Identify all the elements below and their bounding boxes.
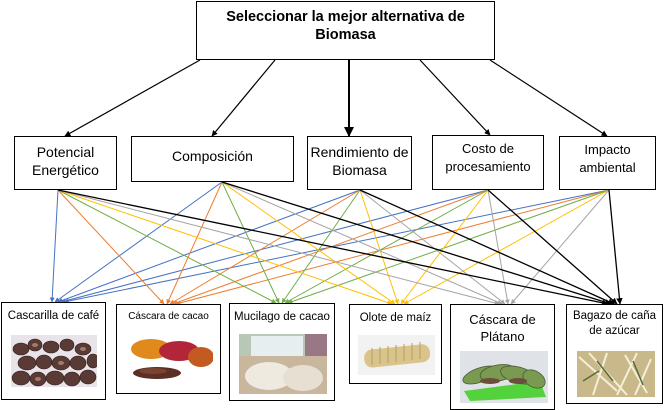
criterion-to-alternative-arrow bbox=[166, 181, 223, 305]
alternative-cascarilla-cafe: Cascarilla de café bbox=[1, 302, 106, 400]
alternative-label: Bagazo de caña de azúcar bbox=[572, 310, 657, 337]
criterion-label: Costo de procesamiento bbox=[445, 141, 531, 174]
criterion-potencial-energetico: Potencial Energético bbox=[14, 136, 117, 190]
criterion-to-alternative-arrow bbox=[510, 189, 610, 305]
criterion-to-alternative-arrow bbox=[403, 189, 610, 305]
sugarcane-bagasse-photo bbox=[577, 351, 655, 397]
criterion-to-alternative-arrow bbox=[57, 189, 277, 304]
criterion-to-alternative-arrow bbox=[487, 189, 618, 305]
criterion-to-alternative-arrow bbox=[63, 189, 610, 304]
goal-to-criterion-arrow bbox=[489, 59, 608, 137]
corn-cob-photo bbox=[358, 335, 435, 375]
criterion-to-alternative-arrow bbox=[221, 181, 280, 304]
goal-node: Seleccionar la mejor alternativa de Biom… bbox=[196, 1, 495, 60]
goal-to-criterion-arrow bbox=[419, 59, 491, 136]
criterion-to-alternative-arrow bbox=[221, 181, 503, 305]
criterion-label: Rendimiento de Biomasa bbox=[310, 144, 409, 178]
alternative-label: Cáscara de Plátano bbox=[469, 312, 536, 344]
criterion-to-alternative-arrow bbox=[359, 189, 506, 305]
goal-to-criterion-arrow bbox=[211, 59, 276, 137]
alternative-label: Olote de maíz bbox=[359, 312, 432, 324]
criterion-to-alternative-arrow bbox=[175, 189, 610, 306]
criterion-to-alternative-arrow bbox=[221, 181, 396, 305]
criterion-label: Composición bbox=[172, 148, 253, 164]
criterion-to-alternative-arrow bbox=[284, 189, 489, 304]
alternative-mucilago-cacao: Mucilago de cacao bbox=[229, 303, 335, 401]
criterion-rendimiento-biomasa: Rendimiento de Biomasa bbox=[307, 136, 412, 190]
alternative-bagazo-cana: Bagazo de caña de azúcar bbox=[566, 304, 663, 404]
criterion-to-alternative-arrow bbox=[281, 189, 361, 304]
goal-label: Seleccionar la mejor alternativa de Biom… bbox=[226, 9, 465, 43]
criterion-to-alternative-arrow bbox=[57, 189, 500, 306]
criterion-composicion: Composición bbox=[131, 136, 294, 182]
criterion-to-alternative-arrow bbox=[359, 189, 399, 305]
criterion-to-alternative-arrow bbox=[608, 189, 623, 305]
criterion-to-alternative-arrow bbox=[221, 181, 612, 306]
criterion-impacto-ambiental: Impacto ambiental bbox=[559, 136, 656, 190]
alternative-cascara-platano: Cáscara de Plátano bbox=[450, 304, 555, 410]
alternative-olote-maiz: Olote de maíz bbox=[349, 304, 442, 384]
criterion-to-alternative-arrow bbox=[169, 189, 361, 305]
alternative-label: Cascarilla de café bbox=[7, 310, 100, 322]
criterion-label: Potencial Energético bbox=[32, 144, 99, 178]
coffee-husk-photo bbox=[11, 335, 97, 387]
plantain-peel-photo bbox=[460, 351, 548, 403]
cocoa-pod-photo bbox=[129, 333, 213, 385]
criterion-costo-procesamiento: Costo de procesamiento bbox=[432, 135, 544, 190]
alternative-cascara-cacao: Cáscara de cacao bbox=[116, 304, 221, 394]
cocoa-mucilage-photo bbox=[239, 334, 327, 394]
criterion-to-alternative-arrow bbox=[359, 189, 615, 305]
criterion-to-alternative-arrow bbox=[54, 181, 223, 303]
criterion-to-alternative-arrow bbox=[400, 189, 489, 305]
alternative-label: Cáscara de cacao bbox=[128, 311, 209, 322]
criterion-to-alternative-arrow bbox=[57, 189, 361, 303]
criterion-to-alternative-arrow bbox=[57, 189, 165, 305]
criterion-to-alternative-arrow bbox=[49, 189, 59, 303]
criterion-to-alternative-arrow bbox=[57, 189, 393, 305]
alternative-label: Mucilago de cacao bbox=[234, 311, 330, 323]
criterion-to-alternative-arrow bbox=[57, 189, 609, 306]
criterion-label: Impacto ambiental bbox=[579, 142, 636, 175]
criterion-to-alternative-arrow bbox=[487, 189, 510, 305]
goal-to-criterion-arrow bbox=[64, 59, 201, 137]
criterion-to-alternative-arrow bbox=[287, 189, 610, 304]
